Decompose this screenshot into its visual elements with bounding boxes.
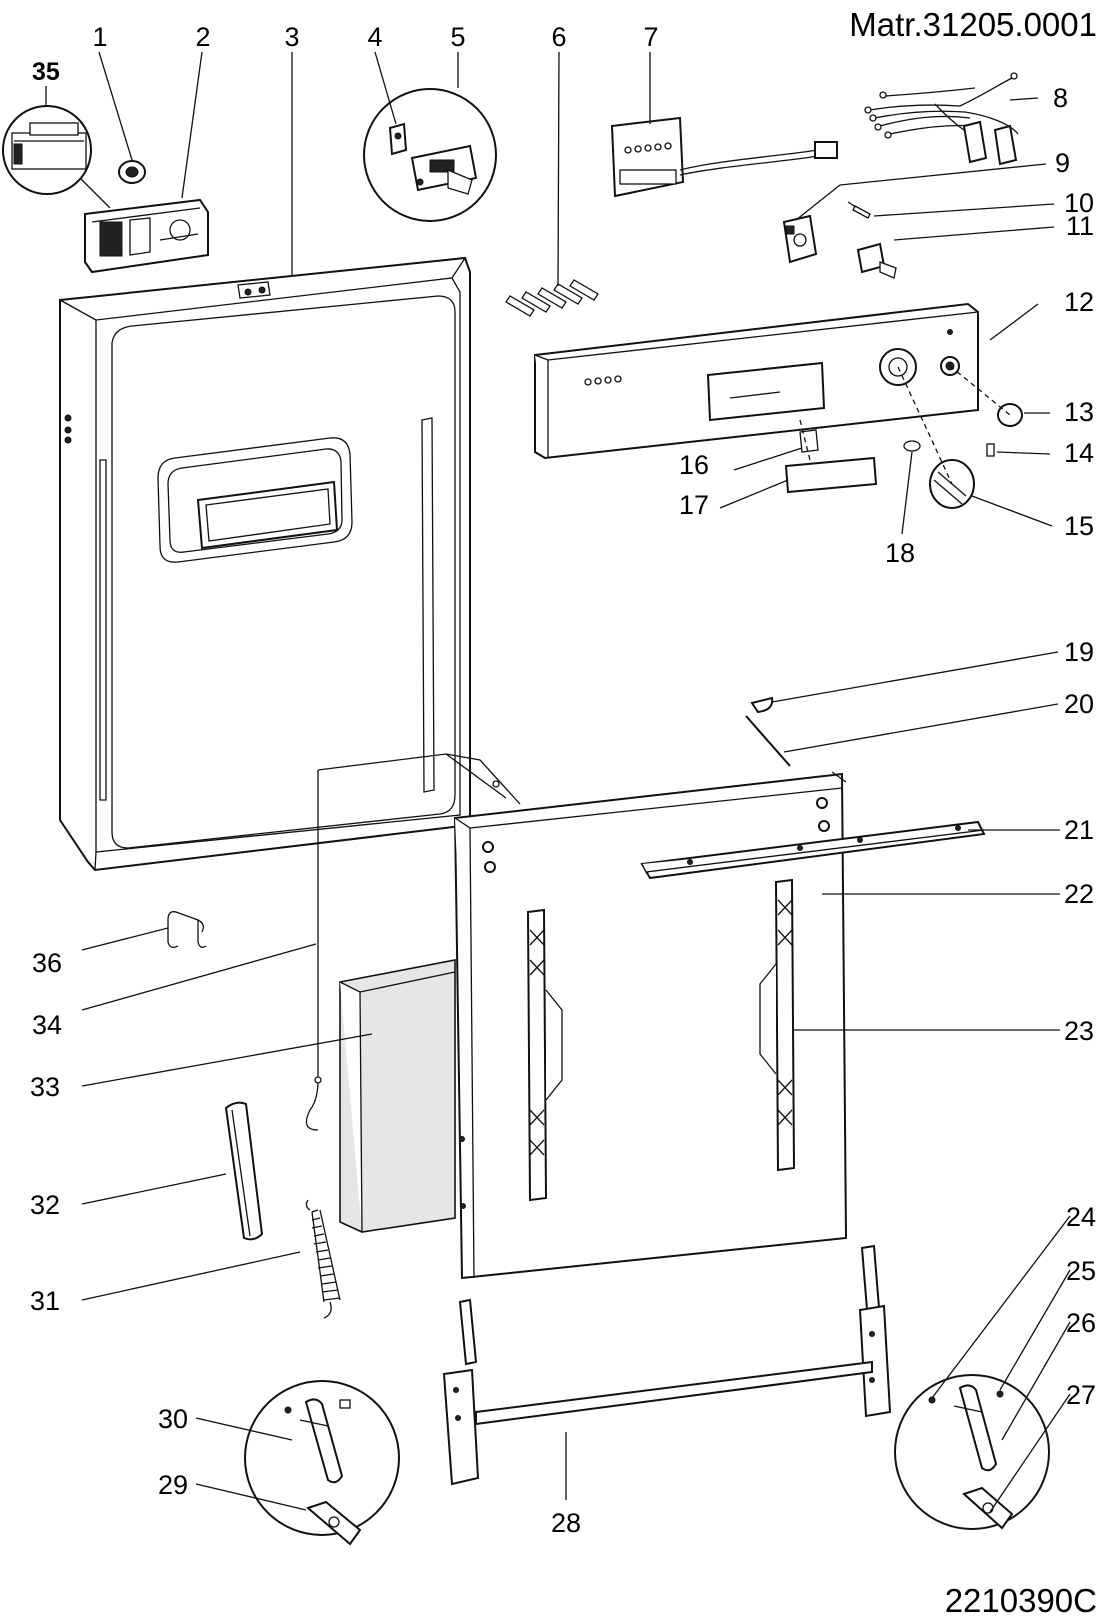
part-34-cable [305,753,521,1131]
part-8-wiring-harness [864,72,1019,166]
callout-13: 13 [1064,397,1094,427]
part-11-connector [856,242,897,279]
callout-10: 10 [1064,188,1094,218]
callout-29: 29 [158,1470,188,1500]
part-35-detail-circle [2,105,92,195]
callout-labels: 1 2 3 4 5 6 7 8 9 10 11 12 13 14 15 16 1… [30,22,1096,1538]
part-19-cap [750,696,774,714]
part-14-spring-clip [986,443,995,457]
callout-27: 27 [1066,1380,1096,1410]
part-13-button [997,403,1023,427]
part-4-5-lock-detail [363,88,497,222]
part-24-27-hinge-detail-right [894,1374,1050,1530]
callout-31: 31 [30,1286,60,1316]
callout-35: 35 [32,58,60,86]
callout-4: 4 [367,22,382,52]
part-29-30-hinge-detail-left [244,1380,400,1546]
callout-16: 16 [679,450,709,480]
callout-6: 6 [551,22,566,52]
callout-12: 12 [1064,287,1094,317]
callout-34: 34 [32,1010,62,1040]
part-20-rod [745,715,791,767]
callout-22: 22 [1064,879,1094,909]
callout-8: 8 [1053,83,1068,113]
material-code: Matr.31205.0001 [849,6,1097,43]
callout-36: 36 [32,948,62,978]
part-6-pins [505,279,599,317]
callout-24: 24 [1066,1202,1096,1232]
callout-33: 33 [30,1072,60,1102]
part-33-insulation-block [339,959,456,1233]
assembly-line-button [949,365,1011,416]
callout-11: 11 [1066,211,1094,241]
part-1-grommet [118,160,146,184]
callout-17: 17 [679,490,709,520]
callout-26: 26 [1066,1308,1096,1338]
part-3-inner-door-panel [59,256,471,872]
part-7-electronic-board [610,116,838,198]
part-10-sensor [847,201,871,219]
callout-18: 18 [885,538,915,568]
callout-2: 2 [195,22,210,52]
part-2-dispenser [84,198,209,274]
part-28-hinge-frame [442,1244,892,1486]
part-18-bushing [903,440,921,452]
callout-23: 23 [1064,1016,1094,1046]
leader-lines [45,51,1071,1513]
part-36-hook [167,911,207,948]
part-16-clip [799,429,819,453]
callout-5: 5 [450,22,465,52]
callout-20: 20 [1064,689,1094,719]
assembly-line-lens [799,419,811,461]
drawing-number: 2210390C [945,1582,1097,1619]
callout-7: 7 [643,22,658,52]
callout-30: 30 [158,1404,188,1434]
callout-9: 9 [1055,148,1070,178]
part-17-display-lens [784,456,878,494]
part-21-rail [640,820,986,880]
callout-32: 32 [30,1190,60,1220]
part-9-switch [782,214,818,264]
part-22-outer-door-panel [453,771,848,1280]
callout-14: 14 [1064,438,1094,468]
assembly-line-knob [897,366,953,485]
callout-21: 21 [1064,815,1094,845]
callout-25: 25 [1066,1256,1096,1286]
callout-28: 28 [551,1508,581,1538]
callout-1: 1 [92,22,107,52]
part-31-spring [305,1199,341,1319]
part-32-handle [224,1101,264,1241]
callout-3: 3 [284,22,299,52]
callout-19: 19 [1064,637,1094,667]
callout-15: 15 [1064,511,1094,541]
part-12-control-panel [534,302,979,460]
